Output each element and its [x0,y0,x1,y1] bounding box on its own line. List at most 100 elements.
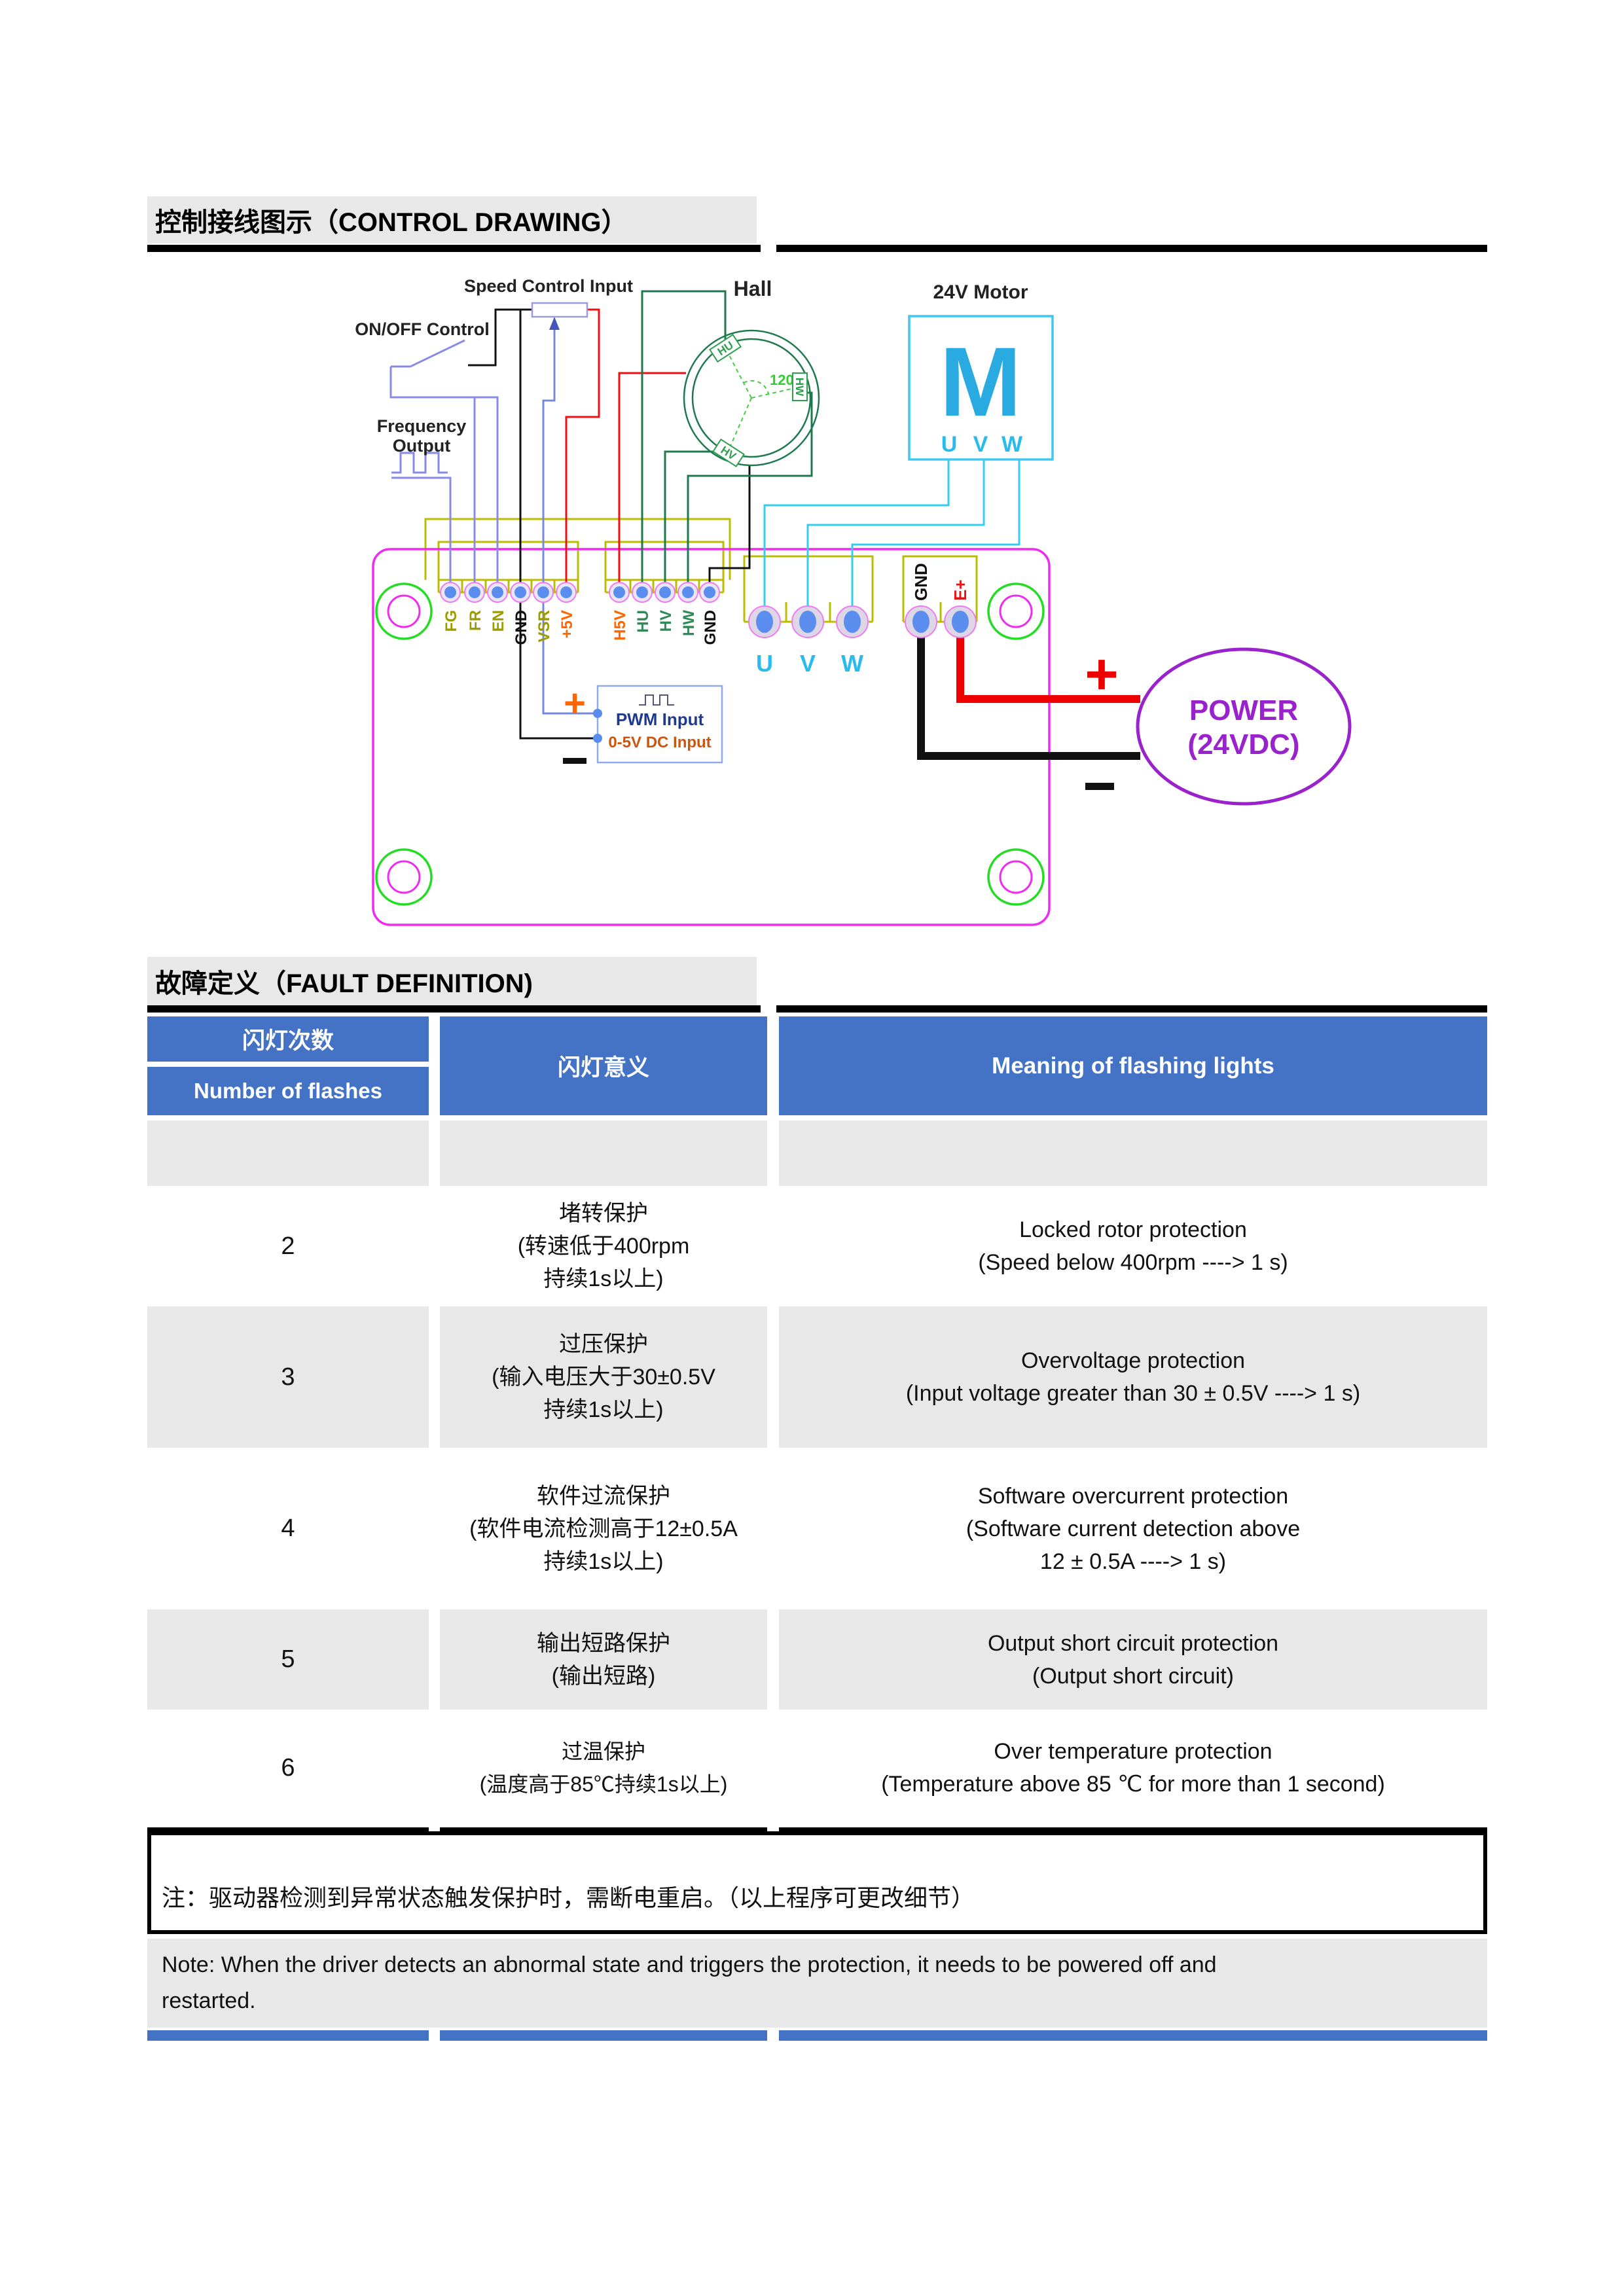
power-supply: + POWER (24VDC) [1085,641,1352,806]
power-label-2: (24VDC) [1187,728,1299,761]
pin-label-hw: HW [680,610,698,636]
footer-bar [779,2030,1487,2041]
connector-comb [424,518,978,623]
vsr-wire [542,327,598,715]
driver-board-outline [372,548,1051,926]
pin-label-en: EN [490,610,507,632]
table-header-meaning-en: Meaning of flashing lights [779,1016,1487,1115]
power-label-1: POWER [1189,694,1298,726]
table-row-4-flashes: 4 [281,1515,295,1542]
pwm-input-label: PWM Input [616,709,704,729]
table-row-3-cn: 过压保护 (输入电压大于30±0.5V 持续1s以上) [440,1306,767,1448]
control-wires [389,339,499,592]
divider-line [147,1005,761,1013]
motor-block: 24V Motor M U V W [908,281,1054,461]
control-pin-row [440,582,720,603]
divider-line [776,245,1487,252]
svg-text:V: V [973,432,988,457]
note-box-cn: 注：驱动器检测到异常状态触发保护时，需断电重启。（以上程序可更改细节） [147,1831,1487,1934]
pwm-waveform-icon [639,694,674,706]
section-title-control-drawing: 控制接线图示（CONTROL DRAWING） [147,196,757,243]
pin-label-gnd: GND [513,610,530,645]
pin-label-power-gnd: GND [911,563,931,601]
table-row-4-en: Software overcurrent protection (Softwar… [965,1483,1301,1574]
table-row-2-cn: 堵转保护 (转速低于400rpm 持续1s以上) [517,1201,690,1291]
hall-sensor-assembly: Hall 120° HU HW HV [683,277,820,468]
table-row-empty-c1 [147,1121,429,1186]
table-row-empty-c2 [440,1121,767,1186]
hall-sensor-hv: HV [712,438,745,468]
divider-line [147,245,761,252]
hall-angle-lines [727,351,798,451]
pin-label-h5v: H5V [611,610,629,641]
dc-input-label: 0-5V DC Input [608,734,711,751]
pwm-minus-sign [563,758,586,764]
pin-label-fr: FR [467,610,484,631]
pin-label-w: W [841,650,863,677]
section-title-text: 控制接线图示（CONTROL DRAWING） [155,208,628,237]
pwm-input-box: PWM Input 0-5V DC Input + [563,682,723,764]
pwm-plus-sign: + [564,682,586,725]
section-title-text: 故障定义（FAULT DEFINITION) [155,969,533,998]
pin-labels: FG FR EN GND VSR +5V H5V HU HV HW GND GN… [442,563,970,645]
table-row-empty-c3 [779,1121,1487,1186]
section-title-fault-definition: 故障定义（FAULT DEFINITION) [147,957,757,1005]
table-row-5-en: Output short circuit protection (Output … [779,1609,1487,1710]
motor-letter: M [940,327,1022,437]
table-header-flashes-cn: 闪灯次数 [147,1016,429,1062]
table-row-3-en: Overvoltage protection (Input voltage gr… [779,1306,1487,1448]
speed-control-input-label: Speed Control Input [464,276,633,296]
table-row-5-flashes: 5 [147,1609,429,1710]
table-row-6-en: Over temperature protection (Temperature… [881,1739,1385,1797]
pin-label-hu: HU [634,610,652,633]
hall-sensor-hw: HW [792,372,808,401]
svg-text:U: U [941,432,958,457]
frequency-output-label-2: Output [393,436,450,456]
pin-label-fg: FG [442,610,460,632]
table-row-2-en: Locked rotor protection (Speed below 400… [978,1217,1288,1275]
footer-bar [147,2030,429,2041]
mounting-holes [375,583,1045,906]
pin-label-power-eplus: E+ [950,579,970,601]
motor-title: 24V Motor [933,281,1028,303]
power-positive-wire [956,636,1140,703]
pin-label-gnd2: GND [702,610,719,645]
wiper-arrow-icon [549,317,560,330]
pin-label-vsr: VSR [535,610,553,642]
hall-outer-circle [683,329,820,467]
motor-phase-wires [763,459,1020,607]
motor-terminals: U V W [941,432,1023,457]
svg-text:W: W [1001,432,1023,457]
power-negative-wire [917,636,1140,760]
control-wiring-diagram: FG FR EN GND VSR +5V H5V HU HV HW GND GN… [355,276,1352,926]
footer-bar [440,2030,767,2041]
table-row-2-flashes: 2 [281,1232,295,1260]
pwm-minus-terminal [593,734,602,743]
hall-label: Hall [734,277,772,300]
on-off-control-label: ON/OFF Control [355,319,489,339]
svg-text:HW: HW [793,378,806,397]
pwm-plus-terminal [593,709,602,718]
pin-label-hv: HV [657,610,675,632]
table-row-6-cn: 过温保护 (温度高于85℃持续1s以上) [479,1740,728,1796]
speed-potentiometer [531,302,588,318]
pin-label-v: V [800,650,816,677]
hall-inner-circle [691,338,812,458]
ground-wires [468,308,751,740]
divider-line [776,1005,1487,1013]
motor-box [908,315,1054,461]
pin-label-u: U [756,650,773,677]
table-row-4-cn: 软件过流保护 (软件电流检测高于12±0.5A 持续1s以上) [469,1483,738,1574]
power-pin-row [748,605,977,638]
power-ellipse [1136,647,1352,806]
table-header-flashes-en: Number of flashes [147,1067,429,1115]
table-row-3-flashes: 3 [147,1306,429,1448]
power-plus-sign: + [1085,641,1118,706]
hall-wires [641,290,813,592]
table-row-5-cn: 输出短路保护 (输出短路) [440,1609,767,1710]
power-minus-sign [1085,783,1114,790]
phase-pin-labels: U V W [756,650,863,677]
pin-label-5v: +5V [558,610,576,638]
note-box-en: Note: When the driver detects an abnorma… [147,1939,1487,2028]
